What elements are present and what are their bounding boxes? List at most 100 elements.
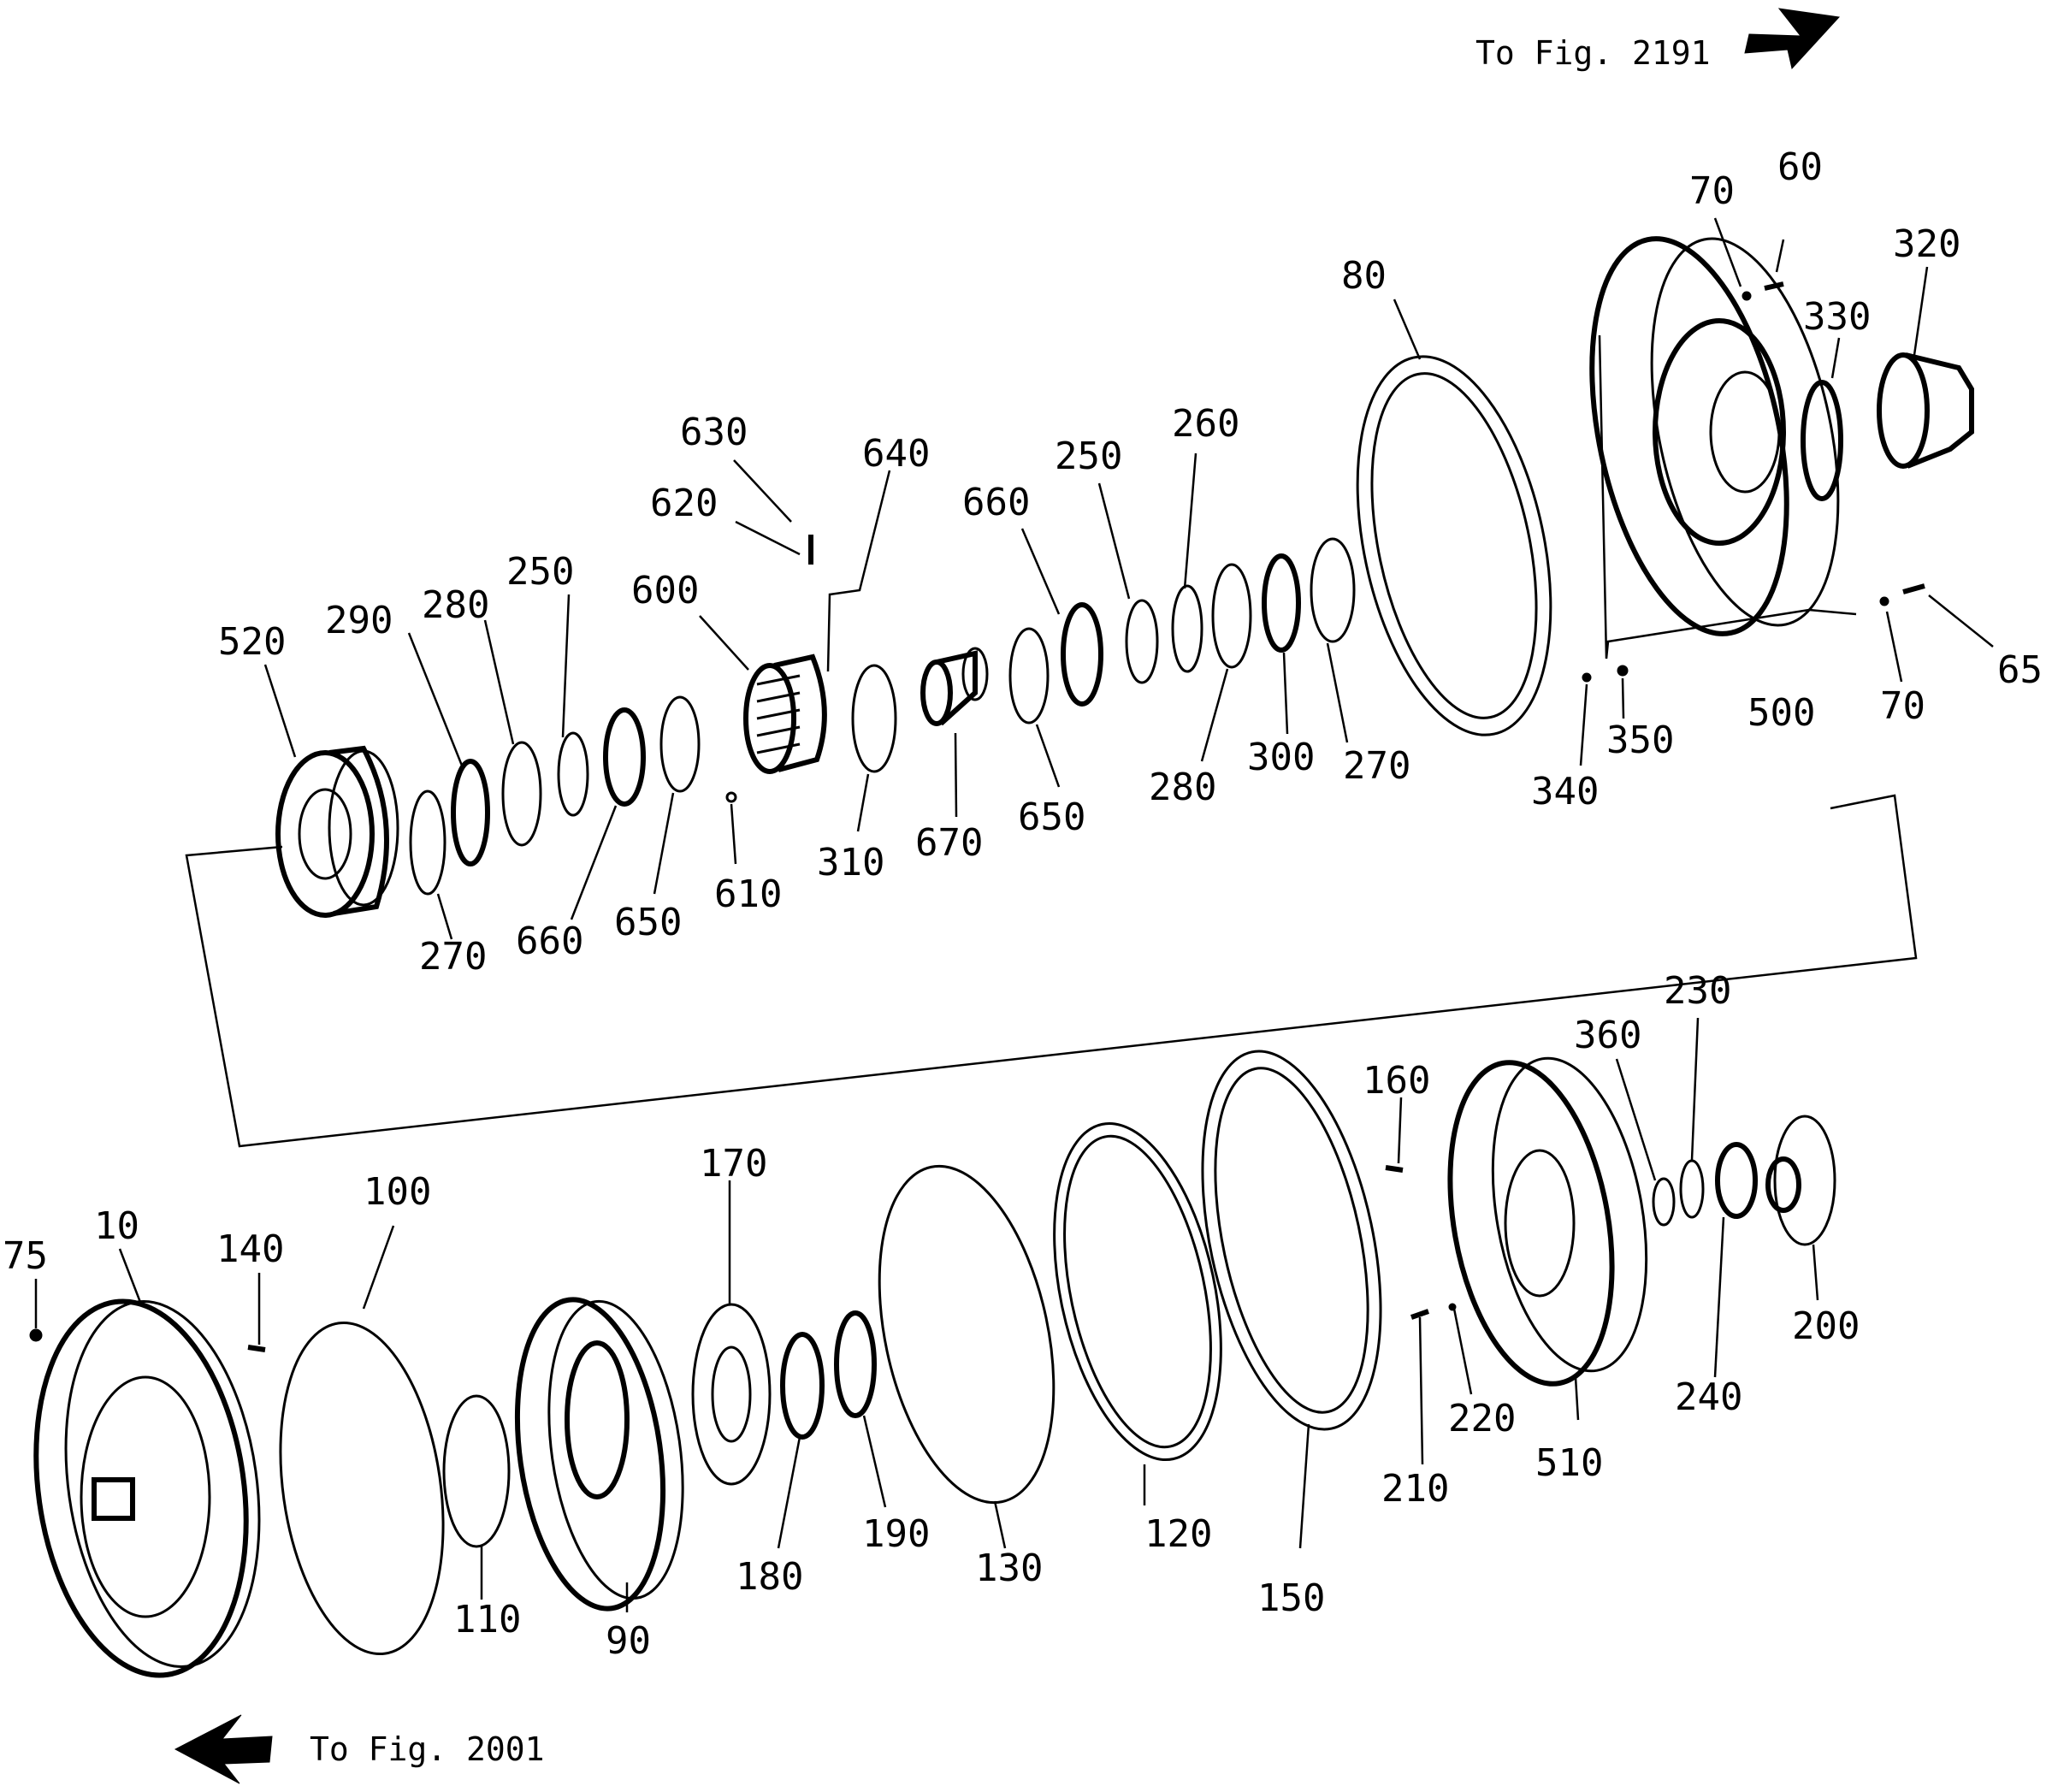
label-60: 60 <box>1777 145 1823 189</box>
label-200: 200 <box>1792 1304 1860 1348</box>
part-210-bolt <box>1410 1309 1429 1320</box>
label-270b: 270 <box>419 935 487 979</box>
to-fig-2191-label[interactable]: To Fig. 2191 <box>1475 34 1711 72</box>
part-240-bearing <box>1715 1142 1758 1219</box>
part-180-ring <box>780 1332 825 1440</box>
part-500-housing <box>1589 236 1840 636</box>
label-110: 110 <box>453 1598 521 1641</box>
label-610: 610 <box>714 872 782 916</box>
label-320: 320 <box>1893 222 1960 266</box>
part-100-o-ring <box>279 1321 445 1656</box>
label-250b: 250 <box>506 550 574 594</box>
label-260: 260 <box>1172 402 1239 446</box>
part-610-pin <box>725 791 737 803</box>
part-270-washer <box>409 790 446 896</box>
label-230: 230 <box>1664 969 1731 1013</box>
label-270: 270 <box>1343 744 1410 788</box>
label-340: 340 <box>1531 770 1599 813</box>
label-10: 10 <box>94 1204 139 1248</box>
part-150-plate <box>1201 1050 1382 1431</box>
part-160-bolt <box>1385 1165 1404 1173</box>
part-670-sleeve <box>920 647 989 726</box>
label-130: 130 <box>975 1547 1043 1590</box>
part-90-pump <box>514 1297 684 1612</box>
label-650: 650 <box>1018 795 1085 839</box>
label-70: 70 <box>1689 169 1735 213</box>
label-660: 660 <box>962 481 1030 524</box>
part-650-ring <box>659 695 701 793</box>
part-520-bearing <box>275 745 399 918</box>
part-110-o-ring <box>442 1394 511 1548</box>
part-250-washer-b <box>1125 599 1159 684</box>
label-140: 140 <box>216 1227 284 1271</box>
label-90: 90 <box>606 1619 651 1663</box>
part-330-seal <box>1801 380 1843 501</box>
label-630: 630 <box>680 411 748 454</box>
part-170-washer <box>691 1303 772 1486</box>
label-310: 310 <box>817 841 884 884</box>
part-600-cage <box>743 654 827 774</box>
label-240: 240 <box>1675 1375 1742 1419</box>
part-660-bearing <box>603 707 646 807</box>
part-140-pin <box>247 1345 266 1352</box>
label-120: 120 <box>1144 1512 1212 1556</box>
leader-lines <box>34 217 1994 1612</box>
label-360: 360 <box>1574 1014 1641 1057</box>
label-520: 520 <box>218 620 286 664</box>
label-170: 170 <box>700 1142 767 1186</box>
arrow-left-icon[interactable] <box>174 1714 273 1784</box>
label-640: 640 <box>862 432 930 476</box>
part-60-bolt <box>1764 281 1784 291</box>
part-310-snap-ring <box>851 664 897 773</box>
to-fig-2001-label[interactable]: To Fig. 2001 <box>310 1730 545 1768</box>
label-300: 300 <box>1247 736 1315 779</box>
part-10-converter <box>33 1298 261 1678</box>
part-70-washer <box>1742 291 1752 301</box>
label-650b: 650 <box>614 901 682 944</box>
label-350: 350 <box>1606 719 1674 762</box>
label-500: 500 <box>1747 691 1815 735</box>
part-labels: 60 70 320 330 80 630 640 620 660 250 260… <box>3 145 2043 1663</box>
label-670: 670 <box>915 821 983 865</box>
arrow-right-icon[interactable] <box>1744 8 1841 70</box>
part-230-ring <box>1679 1159 1705 1219</box>
part-70-washer-b <box>1879 596 1889 606</box>
label-280: 280 <box>422 583 489 627</box>
label-70b: 70 <box>1880 684 1925 728</box>
label-280b: 280 <box>1149 766 1216 809</box>
part-300-ring <box>1262 553 1301 653</box>
part-660-bearing-b <box>1061 602 1103 707</box>
part-340-bolt <box>1582 672 1592 683</box>
part-360-ring <box>1652 1177 1676 1227</box>
label-250: 250 <box>1055 435 1122 478</box>
part-190-snap-ring <box>834 1310 877 1418</box>
label-150: 150 <box>1257 1576 1325 1620</box>
label-210: 210 <box>1381 1467 1449 1511</box>
part-250-washer <box>557 731 589 817</box>
part-510-housing <box>1447 1056 1648 1387</box>
label-190: 190 <box>862 1512 930 1556</box>
label-100: 100 <box>364 1170 431 1214</box>
label-80: 80 <box>1341 254 1387 298</box>
part-65-bolt <box>1902 583 1925 594</box>
part-200-flange <box>1765 1115 1836 1246</box>
label-220: 220 <box>1448 1397 1516 1440</box>
label-180: 180 <box>736 1555 803 1599</box>
part-270-washer-b <box>1310 537 1356 643</box>
part-290-ring <box>451 759 490 866</box>
part-320-flange <box>1877 352 1974 469</box>
label-330: 330 <box>1803 295 1871 339</box>
part-120-disc <box>1053 1121 1222 1462</box>
part-650-ring-b <box>1008 627 1050 724</box>
label-620: 620 <box>650 482 718 525</box>
part-260-washer <box>1171 584 1203 673</box>
label-510: 510 <box>1535 1441 1603 1485</box>
label-660b: 660 <box>516 920 583 963</box>
part-350-washer <box>1617 665 1629 677</box>
label-65: 65 <box>1997 648 2043 692</box>
part-75-plug <box>29 1328 43 1342</box>
label-75: 75 <box>3 1234 48 1278</box>
label-290: 290 <box>325 599 393 642</box>
label-160: 160 <box>1363 1059 1430 1103</box>
